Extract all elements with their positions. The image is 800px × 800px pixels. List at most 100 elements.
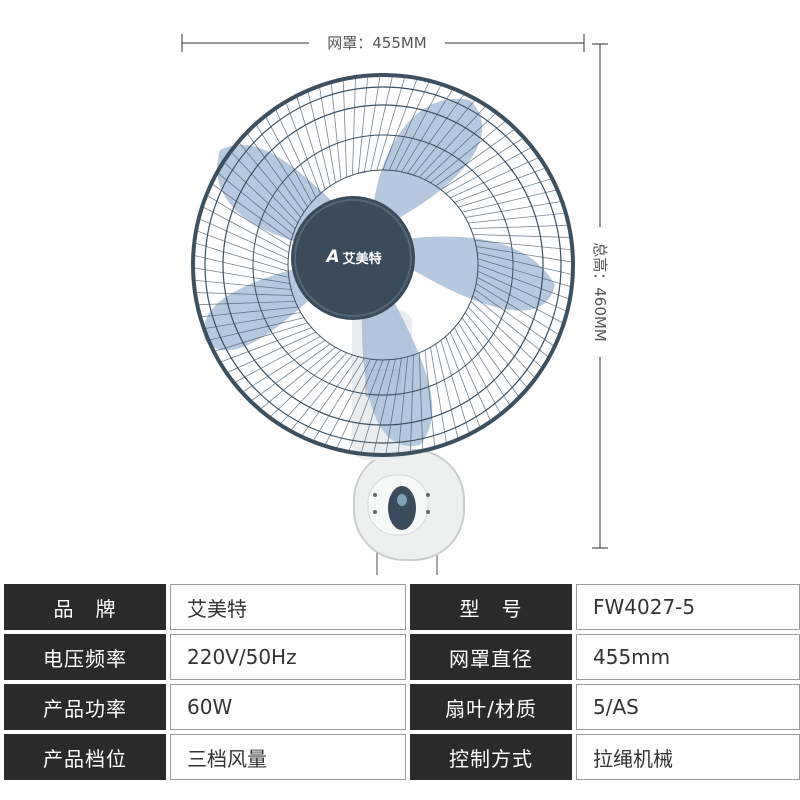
brand-logo: A 艾美特 (316, 246, 392, 268)
grille-spoke (477, 270, 566, 312)
grille-spoke (235, 336, 321, 383)
grille-spoke (265, 117, 312, 203)
grille-spoke (440, 138, 523, 190)
grille-spoke (407, 94, 464, 174)
fan-product-figure: 网罩：455MM 总高：460MM A 艾美特 (181, 33, 610, 575)
spec-key: 品 牌 (4, 584, 166, 630)
grille-spoke (224, 162, 296, 229)
grille-spoke (370, 77, 393, 171)
spec-row: 产品档位 三档风量 控制方式 拉绳机械 (4, 734, 800, 780)
grille-spoke (313, 357, 365, 441)
grille-spoke (330, 84, 342, 180)
spec-row: 品 牌 艾美特 型 号 FW4027-5 (4, 584, 800, 630)
grille-spoke (440, 340, 470, 433)
grille-spoke (207, 195, 291, 247)
grille-spoke (319, 87, 336, 183)
grille-spoke (458, 178, 551, 208)
grille-spoke (461, 189, 556, 213)
grille-spoke (424, 113, 496, 181)
spec-row: 产品功率 60W 扇叶/材质 5/AS (4, 684, 800, 730)
grille-spoke (261, 346, 336, 409)
grille-spoke (477, 258, 570, 287)
grille-spoke (325, 358, 371, 445)
spec-value: 三档风量 (170, 734, 406, 780)
grille-spoke (194, 267, 290, 284)
grille-spoke (388, 82, 430, 171)
grille-spoke (474, 240, 571, 251)
grille-spoke (270, 349, 342, 417)
grille-spoke (296, 97, 326, 190)
grille-spoke (449, 332, 491, 420)
grille-spoke (467, 306, 535, 378)
spec-value: 60W (170, 684, 406, 730)
grille-spoke (410, 354, 414, 451)
grille-spoke (445, 336, 481, 427)
grille-spoke (195, 255, 289, 278)
grille-spoke (205, 312, 301, 329)
grille-spoke (228, 331, 316, 373)
spec-value: 455mm (576, 634, 800, 680)
grille-spoke (215, 322, 308, 352)
grille-spoke (435, 129, 514, 187)
grille-spoke (302, 356, 359, 436)
spec-value: 220V/50Hz (170, 634, 406, 680)
fan-grille-spokes (194, 76, 572, 454)
brand-logo-mark: A (326, 247, 340, 267)
grille-spoke (202, 306, 298, 318)
spec-table: 品 牌 艾美特 型 号 FW4027-5 电压频率 220V/50Hz 网罩直径… (0, 580, 800, 784)
grille-spoke (291, 354, 353, 430)
grille-spoke (376, 78, 405, 171)
grille-spoke (472, 234, 569, 238)
grille-spoke (477, 252, 571, 275)
grille-spoke (358, 77, 369, 174)
brand-logo-text: 艾美特 (342, 251, 382, 267)
grille-spoke (243, 340, 326, 392)
grille-spoke (373, 359, 396, 453)
grille-spoke (474, 289, 554, 346)
grille-spoke (197, 230, 289, 266)
speed-control-knob (373, 486, 430, 530)
grille-spoke (382, 79, 418, 171)
grille-spoke (212, 184, 292, 241)
grille-spoke (401, 89, 453, 173)
grille-spoke (348, 359, 384, 451)
fan-grille-rings (191, 73, 575, 457)
grille-spoke (472, 295, 548, 357)
grille-spoke (221, 327, 312, 363)
grille-spoke (450, 157, 538, 199)
grille-spoke (454, 167, 545, 203)
grille-spoke (454, 327, 501, 413)
grille-spoke (252, 343, 331, 401)
width-dimension-label: 网罩：455MM (309, 33, 445, 53)
grille-spoke (364, 76, 381, 172)
grille-spoke (307, 92, 331, 187)
grille-spoke (395, 85, 441, 172)
wall-fan-illustration (181, 34, 608, 575)
grille-spoke (435, 343, 459, 438)
grille-spoke (413, 100, 475, 176)
grille-spoke (231, 152, 299, 224)
grille-spoke (352, 79, 356, 176)
spec-value: 艾美特 (170, 584, 406, 630)
spec-key: 型 号 (410, 584, 572, 630)
grille-spoke (203, 207, 290, 253)
spec-key: 产品档位 (4, 734, 166, 780)
grille-spoke (275, 110, 317, 198)
grille-spoke (476, 246, 572, 263)
grille-spoke (470, 301, 542, 368)
spec-value: FW4027-5 (576, 584, 800, 630)
grille-spoke (200, 218, 289, 260)
fan-hub (291, 196, 415, 320)
spec-key: 网罩直径 (410, 634, 572, 680)
grille-spoke (464, 312, 527, 387)
grille-spoke (430, 347, 447, 443)
grille-spoke (239, 143, 302, 218)
grille-spoke (458, 322, 510, 405)
grille-spoke (210, 317, 305, 341)
grille-spoke (465, 201, 561, 218)
grille-spoke (385, 358, 402, 454)
grille-spoke (419, 106, 486, 178)
grille-spoke (397, 356, 408, 453)
spec-key: 扇叶/材质 (410, 684, 572, 730)
grille-spoke (476, 277, 563, 323)
